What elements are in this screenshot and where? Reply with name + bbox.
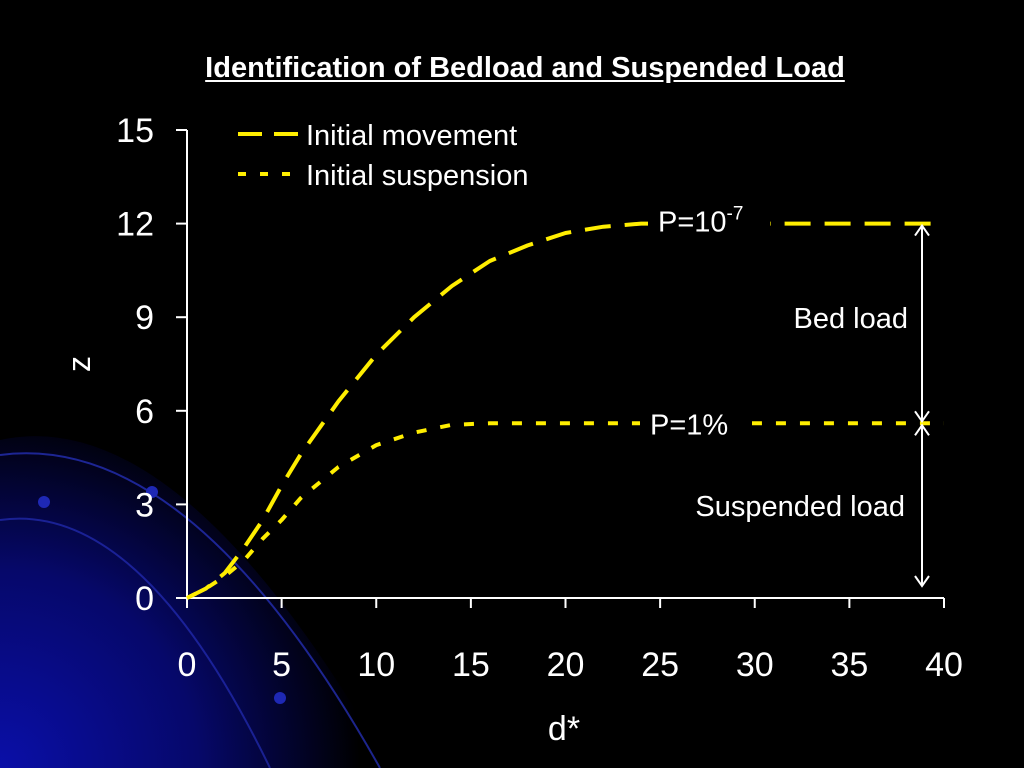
suspended-load-arrow: [914, 423, 930, 588]
x-tick-label: 25: [641, 646, 679, 684]
decoration-dot: [146, 486, 158, 498]
annotation-p-suspension: P=1%: [650, 409, 728, 441]
legend-label: Initial movement: [306, 120, 517, 152]
x-tick-label: 10: [357, 646, 395, 684]
x-tick-label: 5: [272, 646, 291, 684]
x-axis-label: d*: [548, 710, 580, 748]
blue-swoosh-decoration: [0, 436, 390, 768]
decoration-dot: [274, 692, 286, 704]
decoration-dot: [38, 496, 50, 508]
x-tick-label: 30: [736, 646, 774, 684]
chart-title: Identification of Bedload and Suspended …: [205, 52, 845, 84]
axes: [186, 130, 944, 599]
series-line-1: [186, 221, 944, 600]
annotation-bed-load: Bed load: [794, 303, 909, 335]
y-tick-label: 0: [135, 580, 154, 618]
x-tick-label: 20: [547, 646, 585, 684]
x-tick-label: 0: [178, 646, 197, 684]
annotation-p-bedload: P=10-7: [658, 204, 743, 239]
x-tick-label: 35: [830, 646, 868, 684]
y-axis-label: z: [61, 356, 97, 372]
y-tick-label: 3: [135, 486, 154, 524]
annotation-suspended-load: Suspended load: [695, 491, 905, 523]
legend-label: Initial suspension: [306, 160, 528, 192]
y-tick-label: 15: [116, 112, 154, 150]
series-line-2: [186, 421, 944, 600]
y-tick-label: 9: [135, 299, 154, 337]
x-tick-label: 15: [452, 646, 490, 684]
bed-load-arrow: [914, 223, 930, 424]
x-tick-label: 40: [925, 646, 963, 684]
y-tick-label: 6: [135, 393, 154, 431]
y-tick-label: 12: [116, 206, 154, 244]
